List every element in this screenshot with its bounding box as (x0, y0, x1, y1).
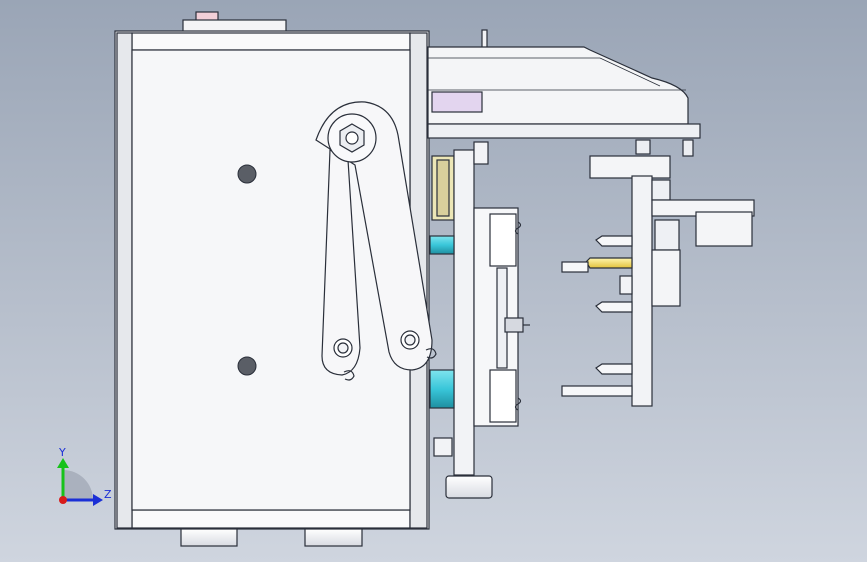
bracket-arm (427, 46, 689, 125)
fixture-end-block (695, 211, 753, 247)
clamp-plate-assembly[interactable] (429, 141, 530, 499)
foot-left (180, 528, 238, 547)
top-bracket[interactable] (427, 29, 701, 157)
triad-z-label: Z (104, 488, 112, 501)
right-fixture-column[interactable] (561, 155, 755, 407)
bracket-lavender-block (431, 91, 483, 113)
bracket-post (481, 29, 488, 49)
retaining-clip-right (425, 348, 437, 359)
standoff-upper (429, 235, 455, 255)
view-triad: Y Z (57, 446, 112, 506)
housing-bottom-band (131, 509, 411, 529)
housing-hole-upper (237, 164, 257, 184)
retaining-clip-left (343, 370, 355, 381)
hub-bore (345, 131, 359, 145)
housing-left-rail (116, 32, 133, 529)
nut-bottom (433, 437, 453, 457)
housing-hole-lower (237, 356, 257, 376)
adjust-screw (504, 317, 524, 333)
triad-origin (59, 496, 67, 504)
foot-right (304, 528, 363, 547)
linkage-arm-long (315, 101, 433, 371)
housing-top-band (131, 32, 411, 51)
locator-pins (561, 235, 633, 397)
clamp-vertical-plate (453, 149, 475, 476)
linkage-arms[interactable] (315, 101, 433, 376)
fixture-top-block (589, 155, 671, 179)
bracket-base-plate (427, 123, 701, 139)
linkage-arm-short (321, 149, 361, 376)
clamp-foot (445, 475, 493, 499)
fixture-vertical-plate (631, 175, 653, 407)
top-tab-block (182, 19, 287, 33)
triad-quadrant (63, 470, 93, 500)
triad-y-label: Y (58, 446, 66, 459)
standoff-lower (429, 369, 455, 409)
